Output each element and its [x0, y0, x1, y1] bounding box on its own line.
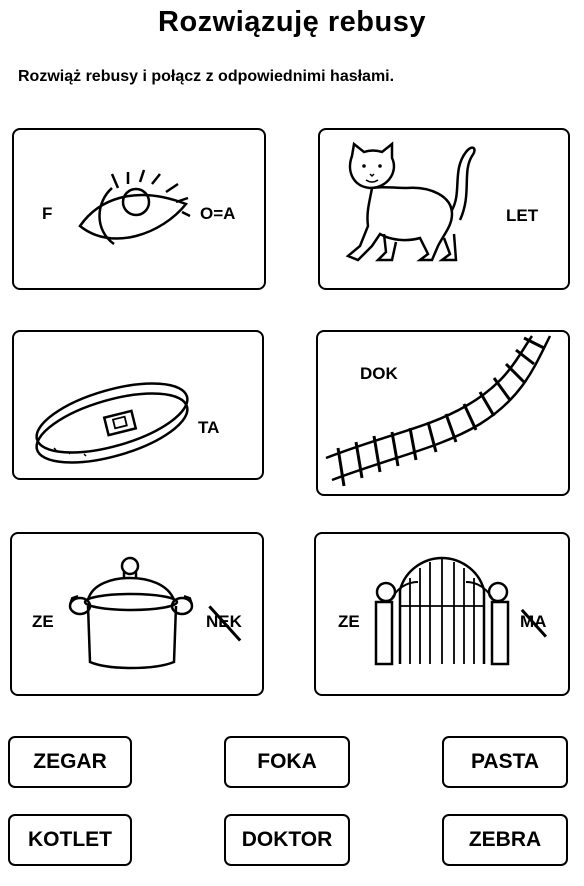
- rebus-card-railway: DOK: [316, 330, 570, 496]
- answer-word-zegar[interactable]: ZEGAR: [8, 736, 132, 788]
- rebus-3-right-text: TA: [198, 418, 220, 437]
- rebus-card-eye: F O=A: [12, 128, 266, 290]
- rebus-1-left-text: F: [42, 204, 53, 223]
- eye-icon: [78, 169, 191, 246]
- railway-track-icon: [325, 335, 552, 487]
- rebus-5-left-text: ZE: [32, 612, 54, 631]
- rebus-6-left-text: ZE: [338, 612, 360, 631]
- answer-word-zebra[interactable]: ZEBRA: [442, 814, 568, 866]
- instruction-text: Rozwiąż rebusy i połącz z odpowiednimi h…: [18, 68, 395, 85]
- rebus-1-right-text: O=A: [200, 204, 236, 223]
- pot-icon: [68, 556, 194, 670]
- rebus-4-left-text: DOK: [360, 364, 398, 383]
- cat-icon: [345, 141, 476, 262]
- answer-word-foka[interactable]: FOKA: [224, 736, 350, 788]
- rebus-card-belt: TA: [12, 330, 264, 480]
- gate-icon: [374, 556, 510, 666]
- answer-word-pasta[interactable]: PASTA: [442, 736, 568, 788]
- belt-icon: [35, 382, 189, 464]
- rebus-5-struck-text: NEK: [206, 605, 242, 642]
- answer-word-kotlet[interactable]: KOTLET: [8, 814, 132, 866]
- rebus-6-struck-text: MA: [520, 608, 548, 638]
- rebus-card-gate: ZE MA: [314, 532, 570, 696]
- page-title: Rozwiązuję rebusy: [158, 6, 426, 38]
- rebus-card-pot: ZE NEK: [10, 532, 264, 696]
- rebus-2-right-text: LET: [506, 206, 539, 225]
- answer-word-doktor[interactable]: DOKTOR: [224, 814, 350, 866]
- rebus-card-cat: LET: [318, 128, 570, 290]
